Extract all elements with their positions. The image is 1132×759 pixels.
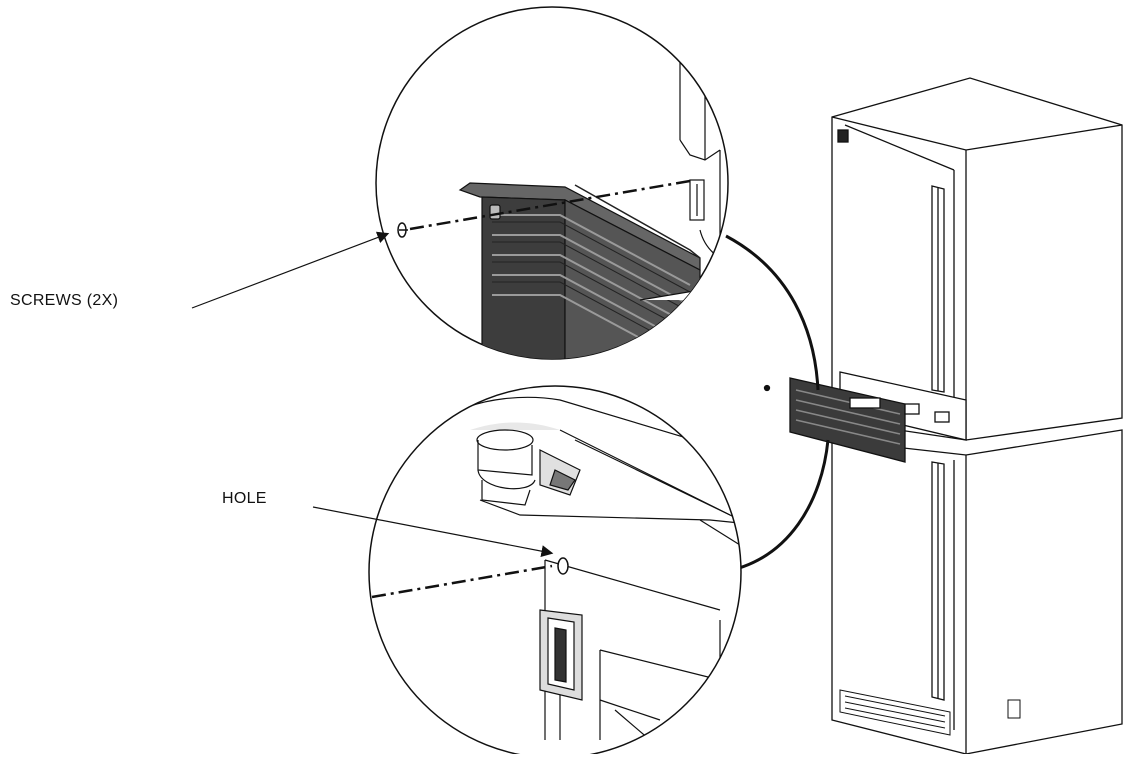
vent-panel-installed	[789, 371, 967, 463]
screws-leader-arrow	[191, 231, 390, 309]
refrigerator	[763, 77, 1123, 755]
zoom-detail-hole	[368, 385, 742, 759]
bottom-grille	[839, 689, 1021, 736]
callout-arc-top	[725, 234, 820, 391]
callout-arc-bottom	[722, 439, 830, 574]
logo-badge-icon	[837, 129, 849, 143]
alignment-line	[409, 179, 691, 231]
screw-icon	[397, 222, 408, 238]
hole-label: HOLE	[222, 490, 267, 507]
alignment-line	[371, 564, 553, 599]
screws-label: SCREWS (2X)	[10, 292, 119, 309]
zoom-detail-screws	[375, 6, 729, 360]
hole-leader-arrow	[312, 506, 554, 558]
hole-icon	[557, 557, 569, 575]
screw-icon	[763, 384, 771, 392]
